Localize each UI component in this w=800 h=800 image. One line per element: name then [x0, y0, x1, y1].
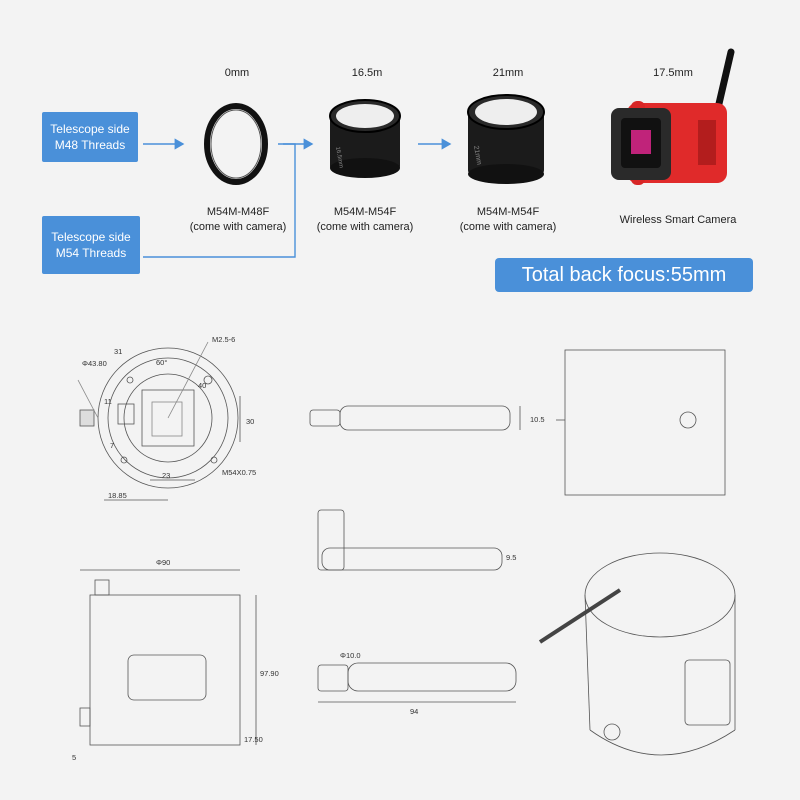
part1-note: (come with camera): [316, 221, 414, 233]
dim-30: 30: [246, 417, 254, 426]
part3-length: 17.5mm: [653, 67, 693, 79]
part2-name: M54M-M54F: [476, 206, 540, 218]
part3-name: Wireless Smart Camera: [619, 214, 737, 226]
dim-9-5: 9.5: [506, 553, 516, 562]
part2-note: (come with camera): [459, 221, 557, 233]
dim-40: 40: [198, 381, 206, 390]
dim-18-85: 18.85: [108, 491, 127, 500]
part0-name: M54M-M48F: [206, 206, 270, 218]
dim-5: 5: [72, 753, 76, 762]
front-view-drawing: [77, 341, 241, 501]
part1-name: M54M-M54F: [333, 206, 397, 218]
camera-image: [611, 48, 735, 185]
part1-label: M54M-M54F (come with camera): [290, 205, 440, 235]
antenna-straight-drawing: [317, 662, 517, 703]
input-m48-box: Telescope side M48 Threads: [42, 112, 138, 162]
tube2-engraving: 21mm: [472, 145, 482, 166]
part0-label: M54M-M48F (come with camera): [163, 205, 313, 235]
dim-11: 11: [104, 397, 112, 406]
part3-label: Wireless Smart Camera: [603, 213, 753, 228]
dim-31: 31: [114, 347, 122, 356]
dim-7: 7: [110, 441, 114, 450]
part0-note: (come with camera): [189, 221, 287, 233]
dim-94: 94: [410, 707, 418, 716]
dim-60deg: 60°: [156, 358, 167, 367]
dim-97-90: 97.90: [260, 669, 279, 678]
part1-length: 16.5m: [351, 67, 383, 79]
dim-phi43-80: Φ43.80: [82, 359, 107, 368]
input-m54-box: Telescope side M54 Threads: [42, 216, 140, 274]
dim-23: 23: [162, 471, 170, 480]
part2-label: M54M-M54F (come with camera): [433, 205, 583, 235]
input-m48-line2: M48 Threads: [54, 138, 126, 152]
antenna-top-drawing: [309, 349, 726, 496]
isometric-camera-drawing: [538, 552, 736, 756]
dim-m54x0-75: M54X0.75: [222, 468, 256, 477]
part2-length: 21mm: [492, 67, 524, 79]
tube1-engraving: 16.5mm: [334, 146, 344, 168]
tube-21-image: 21mm: [467, 94, 545, 184]
dim-phi10-0: Φ10.0: [340, 651, 361, 660]
input-m54-line1: Telescope side: [51, 230, 131, 244]
input-m48-line1: Telescope side: [50, 122, 130, 136]
antenna-bent-drawing: [317, 509, 503, 571]
tube-16-5-image: 16.5mm: [329, 99, 401, 178]
input-m54-line2: M54 Threads: [55, 246, 127, 260]
dim-phi90: Φ90: [156, 558, 170, 567]
m48-ring-image: [204, 103, 268, 185]
dim-m2-5-6: M2.5-6: [212, 335, 235, 344]
connector-arrows: [143, 138, 452, 258]
part0-length: 0mm: [224, 67, 250, 79]
side-view-drawing: [79, 569, 257, 746]
dim-10-5: 10.5: [530, 415, 545, 424]
technical-drawings: M2.5-6 60° 31 Φ43.80 40 11 30 7 23 M54X0…: [72, 335, 736, 762]
total-back-focus-badge: Total back focus:55mm: [495, 258, 753, 292]
dim-17-50: 17.50: [244, 735, 263, 744]
